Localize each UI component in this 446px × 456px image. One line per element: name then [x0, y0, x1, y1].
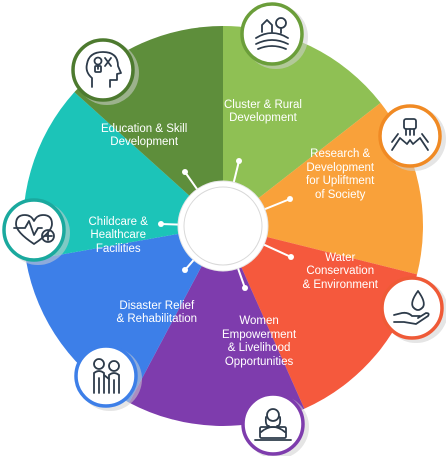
connector-line: [262, 198, 291, 211]
label-line: Development: [110, 136, 179, 148]
people-support-icon: [74, 344, 142, 411]
label-line: Healthcare: [90, 229, 147, 241]
label-line: for Upliftment: [306, 175, 375, 187]
teamwork-hands-icon: [378, 104, 446, 171]
label-line: & Livelihood: [227, 342, 291, 354]
connector-dot: [242, 285, 248, 291]
label-line: Empowerment: [222, 328, 297, 341]
wedge-water: [223, 226, 418, 409]
connector-dot: [288, 254, 294, 260]
label-line: Facilities: [95, 242, 141, 255]
head-skills-icon: [71, 38, 139, 105]
label-disaster: Disaster Relief& Rehabilitation: [117, 300, 198, 327]
connector-dot: [287, 196, 293, 202]
woman-laptop-icon: [241, 392, 309, 456]
label-line: Opportunities: [224, 355, 294, 368]
connector-dot: [236, 158, 242, 164]
label-line: Childcare &: [88, 215, 148, 228]
wedge-women: [129, 226, 305, 426]
label-line: Development: [229, 112, 297, 124]
label-line: Conservation: [306, 265, 375, 277]
center-hub-inner: [183, 186, 263, 266]
connector-line: [184, 171, 200, 192]
label-line: Disaster Relief: [119, 299, 195, 312]
label-line: & Environment: [302, 278, 378, 291]
label-line: Cluster & Rural: [224, 98, 302, 111]
connector-line: [160, 223, 181, 226]
label-line: Development: [306, 161, 375, 174]
wedge-cluster-rural: [223, 26, 381, 226]
label-line: of Society: [314, 188, 366, 201]
label-line: & Rehabilitation: [116, 313, 198, 325]
label-line: Education & Skill: [101, 122, 188, 135]
wedge-research: [223, 102, 423, 275]
wedge-childcare: [22, 92, 223, 261]
heart-health-icon: [2, 198, 70, 265]
connector-dot: [182, 169, 188, 175]
water-drop-hand-icon: [380, 276, 446, 343]
label-line: Women: [239, 315, 279, 327]
label-line: Water: [325, 251, 356, 264]
label-line: Research &: [310, 148, 371, 160]
connector-dot: [182, 267, 188, 273]
connector-line: [236, 266, 246, 289]
connector-line: [232, 160, 240, 185]
farm-house-icon: [240, 2, 308, 69]
wedge-disaster: [26, 226, 223, 403]
connector-line: [261, 242, 292, 258]
connector-dot: [158, 221, 164, 227]
